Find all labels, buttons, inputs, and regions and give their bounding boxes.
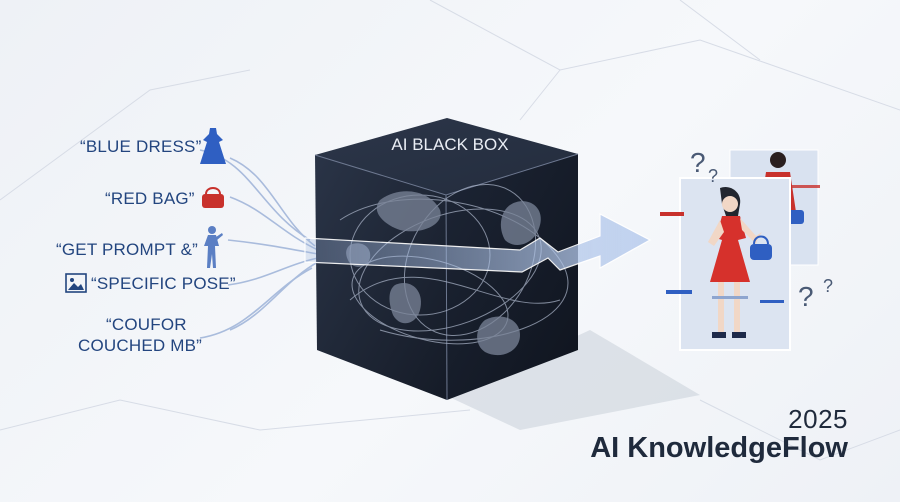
dress-icon — [200, 128, 226, 164]
question-mark-2: ? — [708, 166, 718, 186]
flow-arrow — [304, 213, 652, 273]
question-mark-3: ? — [798, 281, 814, 312]
output-panel-front — [660, 177, 791, 351]
image-icon — [65, 273, 87, 293]
prompt-label-specific-pose: “SPECIFIC POSE” — [91, 274, 236, 293]
background-lines — [0, 0, 900, 461]
question-marks: ? ? ? ? — [690, 147, 833, 312]
box-shadow — [447, 330, 700, 430]
prompt-label-coufor-line1: “COUFOR — [106, 315, 187, 334]
pose-figure-icon — [204, 226, 223, 268]
box-top-face — [315, 118, 578, 195]
footer-brand: AI KnowledgeFlow — [590, 432, 848, 464]
question-mark-1: ? — [690, 147, 706, 178]
ai-black-box: AI BLACK BOX — [314, 118, 579, 401]
box-front-face — [315, 155, 447, 400]
footer-year: 2025 — [788, 404, 848, 434]
prompt-label-coufor-line2: COUCHED MB” — [78, 336, 203, 355]
box-title: AI BLACK BOX — [391, 135, 508, 154]
prompt-label-blue-dress: “BLUE DRESS” — [80, 137, 202, 156]
question-mark-4: ? — [823, 276, 833, 296]
prompt-label-red-bag: “RED BAG” — [105, 189, 195, 208]
prompt-label-get-prompt: “GET PROMPT &” — [56, 240, 198, 259]
handbag-icon — [202, 187, 224, 208]
generated-figure — [708, 186, 772, 338]
abstract-shapes — [346, 191, 541, 356]
